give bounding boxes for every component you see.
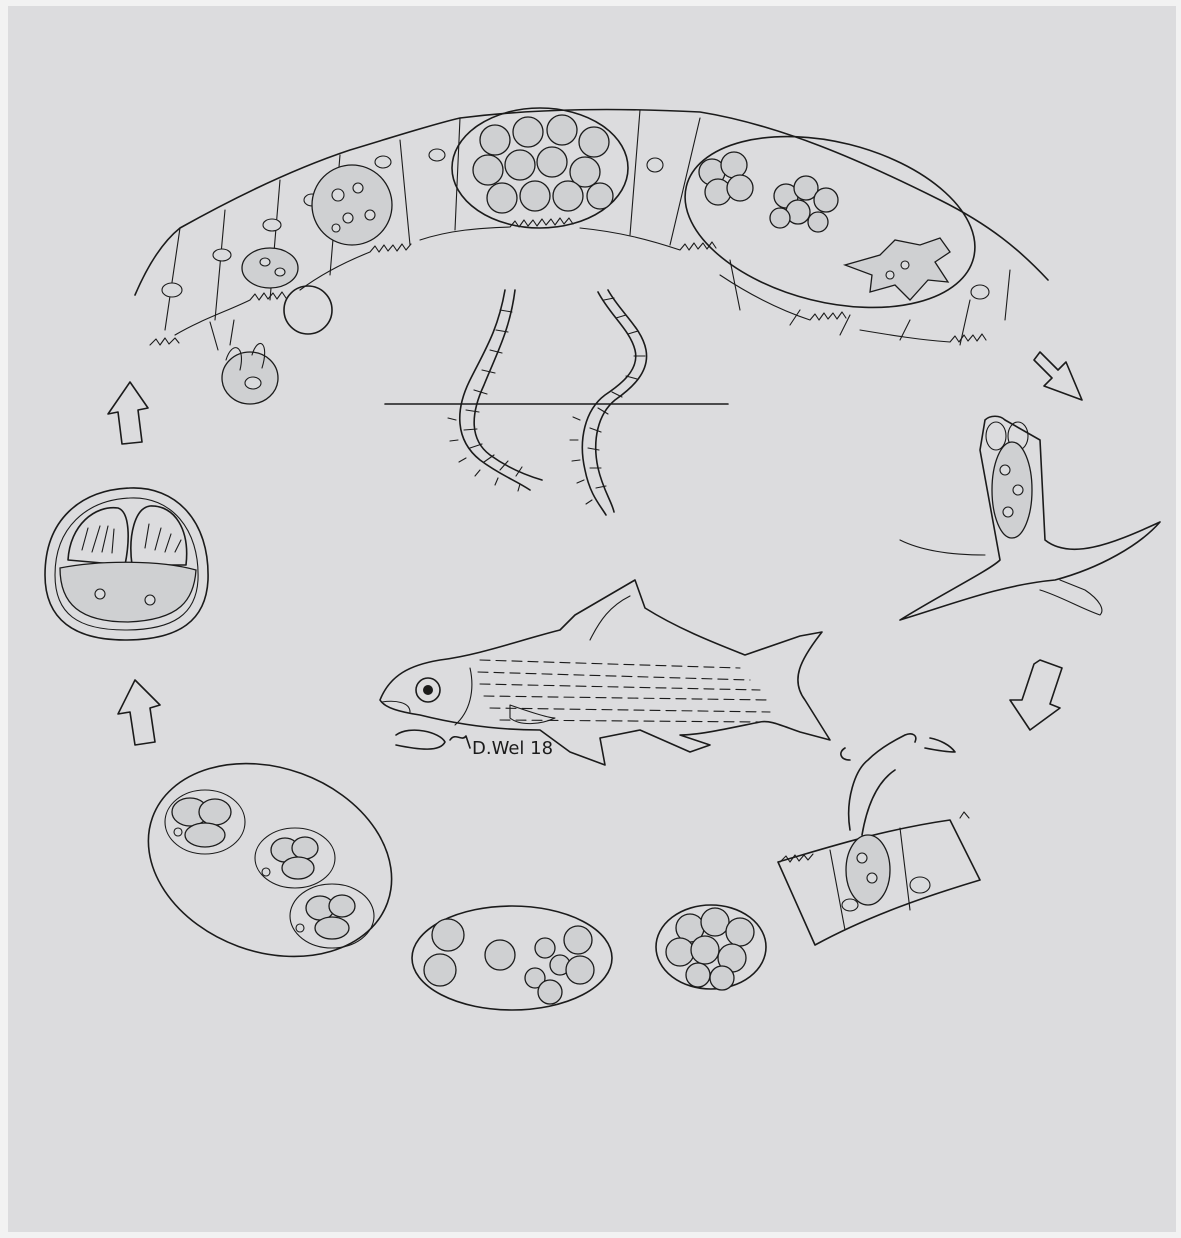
signature-text: D.Wel 18 [472,738,553,759]
